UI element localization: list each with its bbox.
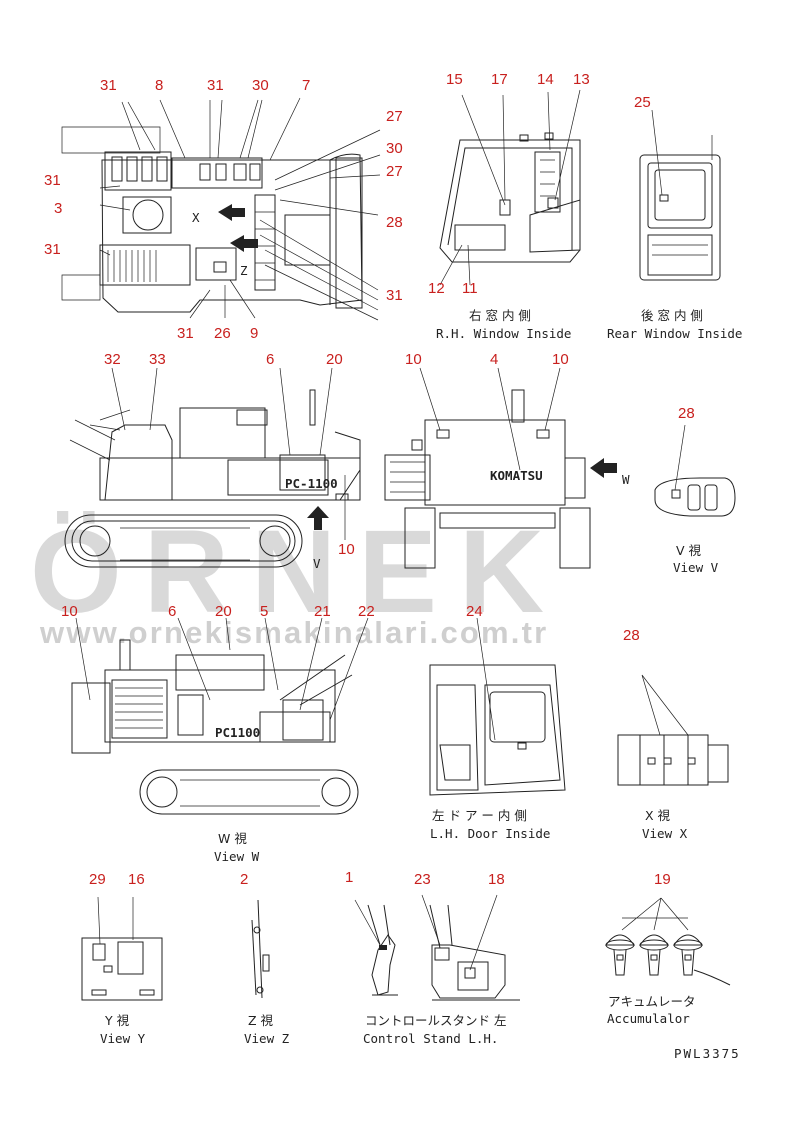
callout-label: 27 <box>386 108 403 125</box>
callout-label: 31 <box>207 77 224 94</box>
view-w-title-en: View W <box>214 849 260 864</box>
callout-label: 22 <box>358 603 375 620</box>
callout-label: 8 <box>155 77 163 94</box>
view-y-title-en: View Y <box>100 1031 146 1046</box>
callout-label: 6 <box>266 351 274 368</box>
callout-label: 10 <box>405 351 422 368</box>
callout-label: 30 <box>386 140 403 157</box>
callout-label: 26 <box>214 325 231 342</box>
lh-door-view <box>429 617 566 796</box>
callout-label: 7 <box>302 77 310 94</box>
callout-label: 2 <box>240 871 248 888</box>
view-x-title-en: View X <box>642 826 688 841</box>
view-v-detail <box>654 424 736 517</box>
callout-label: 14 <box>537 71 554 88</box>
view-w-callouts: 10 6 20 5 21 22 <box>61 603 375 620</box>
view-v-title-en: View V <box>673 560 719 575</box>
callout-label: 24 <box>466 603 483 620</box>
callout-label: 31 <box>100 77 117 94</box>
watermark-url: www.ornekismakinalari.com.tr <box>39 615 548 650</box>
callout-label: 31 <box>386 287 403 304</box>
callout-label: 18 <box>488 871 505 888</box>
callout-label: 20 <box>215 603 232 620</box>
callout-label: 31 <box>44 241 61 258</box>
control-stand-title-en: Control Stand L.H. <box>363 1031 498 1046</box>
callout-label: 3 <box>54 200 62 217</box>
callout-label: 28 <box>623 627 640 644</box>
accumulator-view <box>605 897 731 986</box>
callout-label: 33 <box>149 351 166 368</box>
lh-door-title-en: L.H. Door Inside <box>430 826 550 841</box>
view-x-title-ja: X 視 <box>645 808 671 823</box>
rh-window-title-en: R.H. Window Inside <box>436 326 571 341</box>
callout-label: 29 <box>89 871 106 888</box>
callout-label: 1 <box>345 869 353 886</box>
callout-label: 32 <box>104 351 121 368</box>
control-stand-view <box>354 894 520 1001</box>
accumulator-title-ja: アキュムレータ <box>608 994 696 1009</box>
rear-window-title-en: Rear Window Inside <box>607 326 742 341</box>
callout-label: 11 <box>462 280 478 297</box>
callout-label: 20 <box>326 351 343 368</box>
callout-label: 10 <box>61 603 78 620</box>
callout-label: 6 <box>168 603 176 620</box>
view-x-detail <box>617 674 729 786</box>
callout-label: 12 <box>428 280 445 297</box>
view-y-detail <box>81 896 163 1001</box>
rh-window-view <box>439 89 581 286</box>
view-z-title-en: View Z <box>244 1031 290 1046</box>
callout-label: 17 <box>491 71 508 88</box>
callout-label: 16 <box>128 871 145 888</box>
control-stand-title-ja: コントロールスタンド 左 <box>365 1013 506 1028</box>
callout-label: 23 <box>414 871 431 888</box>
top-view-callouts: 31 8 31 30 7 27 30 27 31 3 28 31 31 31 2… <box>44 77 403 342</box>
marker-x: X <box>192 210 200 225</box>
callout-label: 4 <box>490 351 498 368</box>
side-view-machine: V PC-1100 <box>64 367 361 571</box>
callout-label: 27 <box>386 163 403 180</box>
callout-label: 31 <box>44 172 61 189</box>
callout-label: 19 <box>654 871 671 888</box>
model-label-side: PC-1100 <box>285 476 338 491</box>
rear-window-title-ja: 後 窓 内 側 <box>641 308 703 323</box>
callout-label: 21 <box>314 603 331 620</box>
komatsu-logo: KOMATSU <box>490 468 543 483</box>
rh-window-callouts: 15 17 14 13 12 11 <box>428 71 590 297</box>
callout-label: 5 <box>260 603 268 620</box>
callout-label: 10 <box>552 351 569 368</box>
callout-label: 28 <box>678 405 695 422</box>
rear-view-callouts: 10 4 10 <box>405 351 569 368</box>
view-y-title-ja: Y 視 <box>104 1013 130 1028</box>
control-stand-callouts: 1 23 18 <box>345 869 505 888</box>
view-w-title-ja: W 視 <box>218 831 247 846</box>
model-label-rear: PC1100 <box>215 725 260 740</box>
side-view-callouts: 32 33 6 20 10 <box>104 351 355 558</box>
callout-label: 30 <box>252 77 269 94</box>
callout-label: 31 <box>177 325 194 342</box>
callout-label: 9 <box>250 325 258 342</box>
rear-view-machine: KOMATSU W <box>384 367 630 569</box>
accumulator-title-en: Accumulalor <box>607 1011 690 1026</box>
marker-z: Z <box>240 263 248 278</box>
view-z-title-ja: Z 視 <box>248 1013 274 1028</box>
view-w-machine: PC1100 <box>71 617 369 815</box>
callout-label: 10 <box>338 541 355 558</box>
callout-label: 13 <box>573 71 590 88</box>
view-z-detail <box>251 899 270 999</box>
drawing-code: PWL3375 <box>674 1046 741 1061</box>
rear-window-view <box>639 109 721 281</box>
marker-w: W <box>622 472 630 487</box>
callout-label: 15 <box>446 71 463 88</box>
top-plan-view: X Z <box>61 97 381 321</box>
rh-window-title-ja: 右 窓 内 側 <box>469 308 531 323</box>
lh-door-title-ja: 左 ド ア ー 内 側 <box>432 808 527 823</box>
callout-label: 28 <box>386 214 403 231</box>
view-v-title-ja: V 視 <box>676 543 702 558</box>
callout-label: 25 <box>634 94 651 111</box>
marker-v: V <box>313 556 321 571</box>
